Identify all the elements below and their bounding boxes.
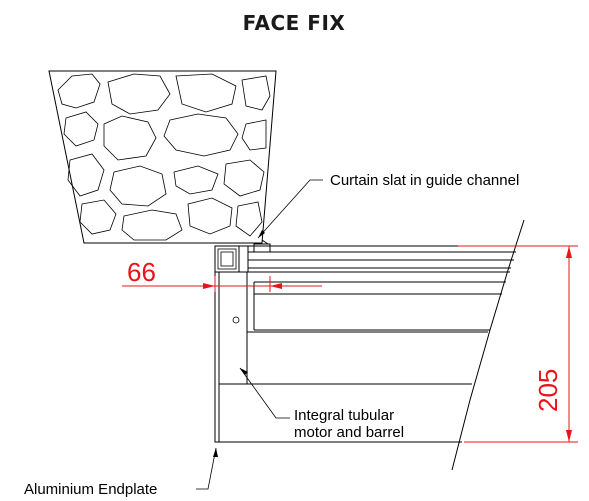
housing-profile: [215, 219, 525, 471]
aluminium-endplate-label: Aluminium Endplate: [24, 481, 157, 498]
dimension-205-label: 205: [533, 369, 563, 412]
dimension-66-label: 66: [127, 257, 156, 287]
endplate: [214, 271, 248, 443]
callout-integral-motor: Integral tubular motor and barrel: [239, 367, 404, 441]
integral-motor-label-line1: Integral tubular: [294, 407, 394, 424]
dimension-66: 66: [122, 257, 322, 292]
curtain-slat-label: Curtain slat in guide channel: [330, 172, 519, 189]
dimension-205: 205: [458, 245, 578, 443]
callout-aluminium-endplate: Aluminium Endplate: [24, 447, 218, 498]
drawing-title: FACE FIX: [243, 11, 346, 35]
callout-curtain-slat: Curtain slat in guide channel: [257, 172, 519, 239]
masonry-wall: [48, 70, 277, 244]
integral-motor-label-line2: motor and barrel: [294, 424, 404, 441]
guide-channel: [214, 239, 271, 273]
